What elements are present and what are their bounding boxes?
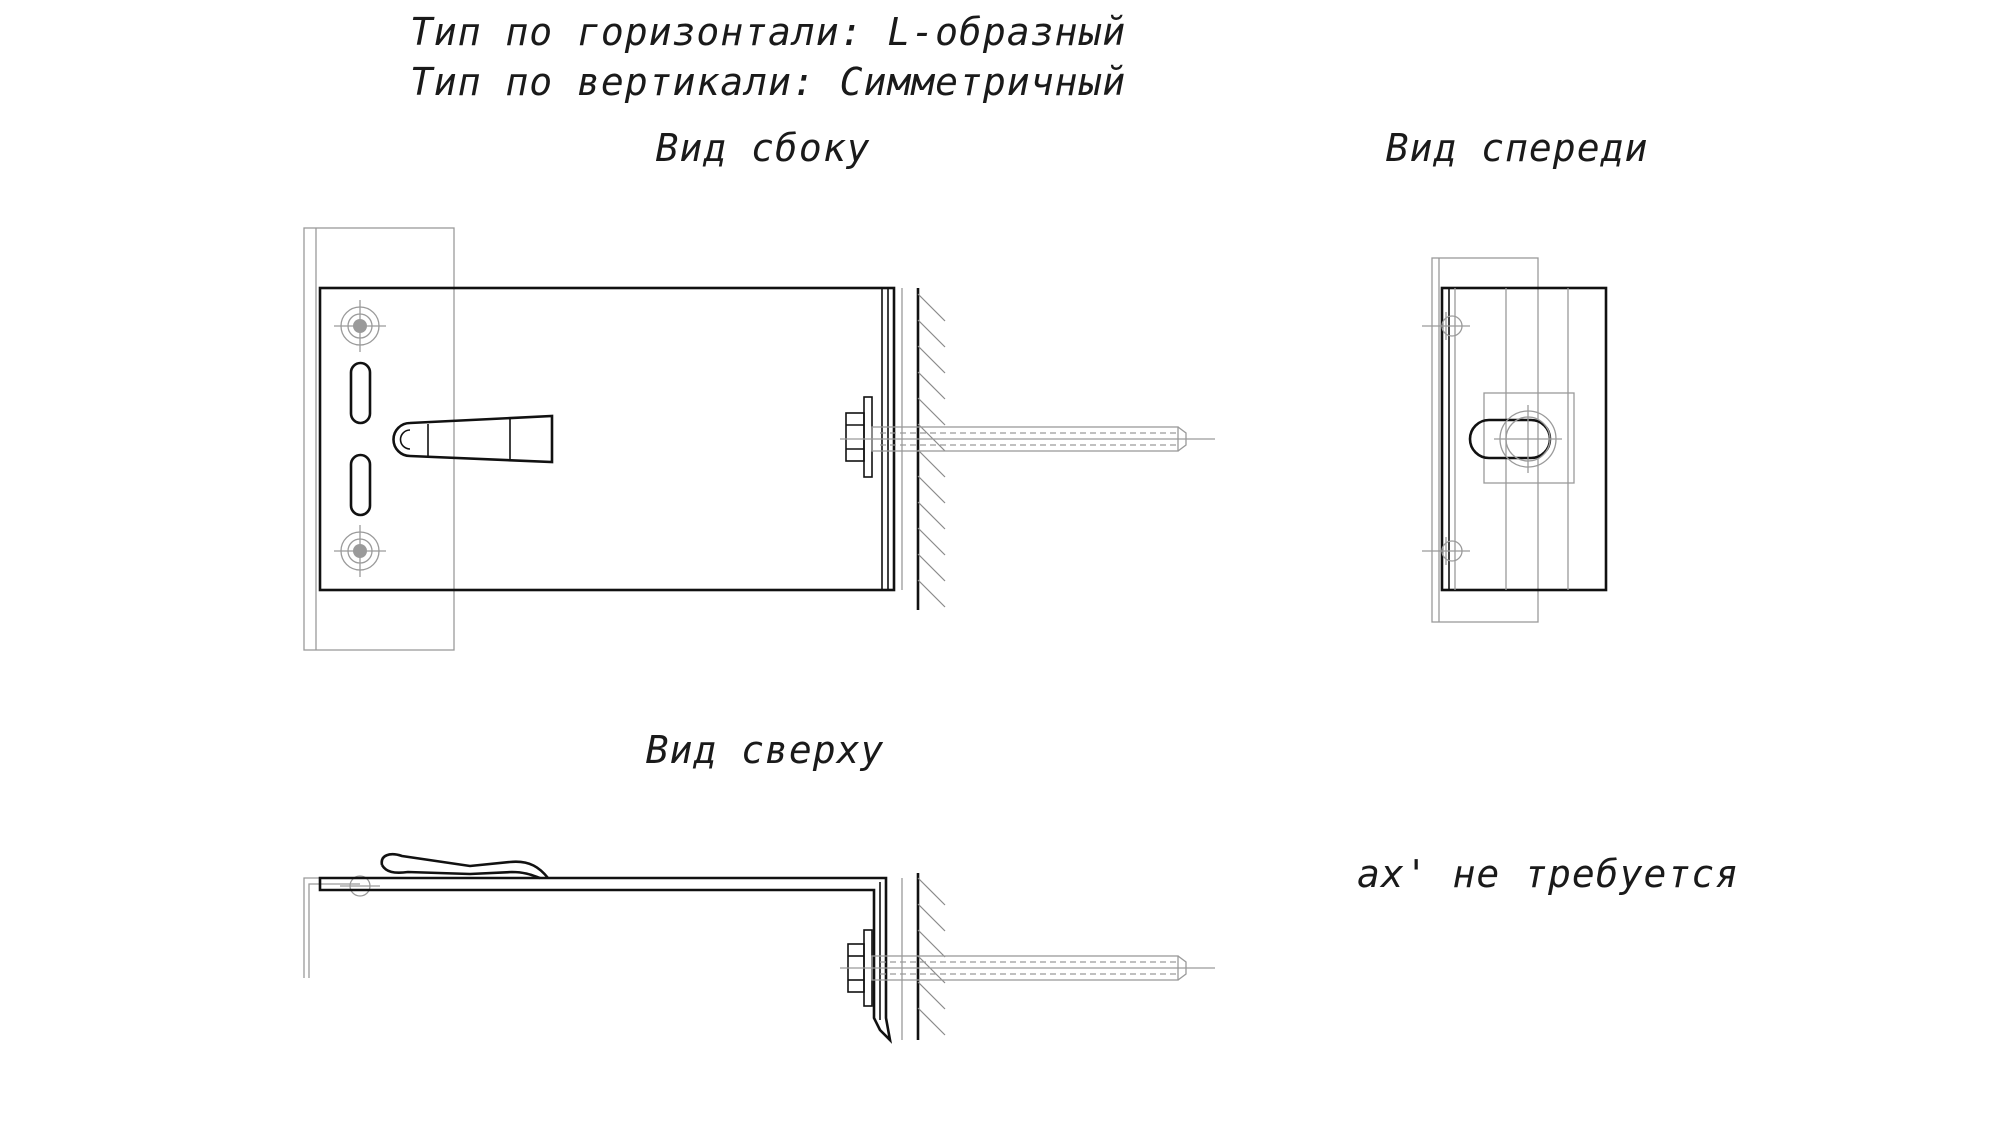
- side-view-rivet-bottom: [334, 525, 386, 577]
- side-view-bracket-plate: [318, 286, 896, 592]
- front-view-title: Вид спереди: [1385, 126, 1649, 170]
- side-view-wall-hatch: [917, 293, 946, 608]
- top-view-wall-hatch: [917, 877, 946, 1036]
- side-view-anchor-bolt: [840, 396, 1215, 478]
- side-view-profile-outline: [303, 227, 455, 651]
- front-view: [1422, 257, 1608, 623]
- top-view-profile: [303, 877, 360, 978]
- side-view-rivet-top: [334, 300, 386, 352]
- vertical-type-label: Тип по вертикали: Симметричный: [409, 60, 1127, 104]
- side-view: [303, 227, 1215, 651]
- front-view-rivet-top: [1422, 312, 1470, 340]
- side-view-slot-upper: [349, 361, 372, 425]
- top-view: [303, 853, 1215, 1044]
- horizontal-type-label: Тип по горизонтали: L-образный: [409, 10, 1127, 54]
- top-view-bracket: [318, 876, 893, 1044]
- note-label: ax' не требуется: [1356, 852, 1740, 896]
- front-view-profile-outline: [1431, 257, 1539, 623]
- front-view-bracket: [1440, 286, 1608, 592]
- front-view-rivet-bottom: [1422, 537, 1470, 565]
- top-view-title: Вид сверху: [645, 728, 885, 772]
- top-view-anchor-bolt: [840, 929, 1215, 1007]
- side-view-title: Вид сбоку: [655, 126, 871, 170]
- side-view-tongue: [392, 414, 554, 464]
- front-view-washer: [1483, 392, 1575, 484]
- top-view-tongue: [380, 853, 550, 879]
- side-view-slot-lower: [349, 453, 372, 517]
